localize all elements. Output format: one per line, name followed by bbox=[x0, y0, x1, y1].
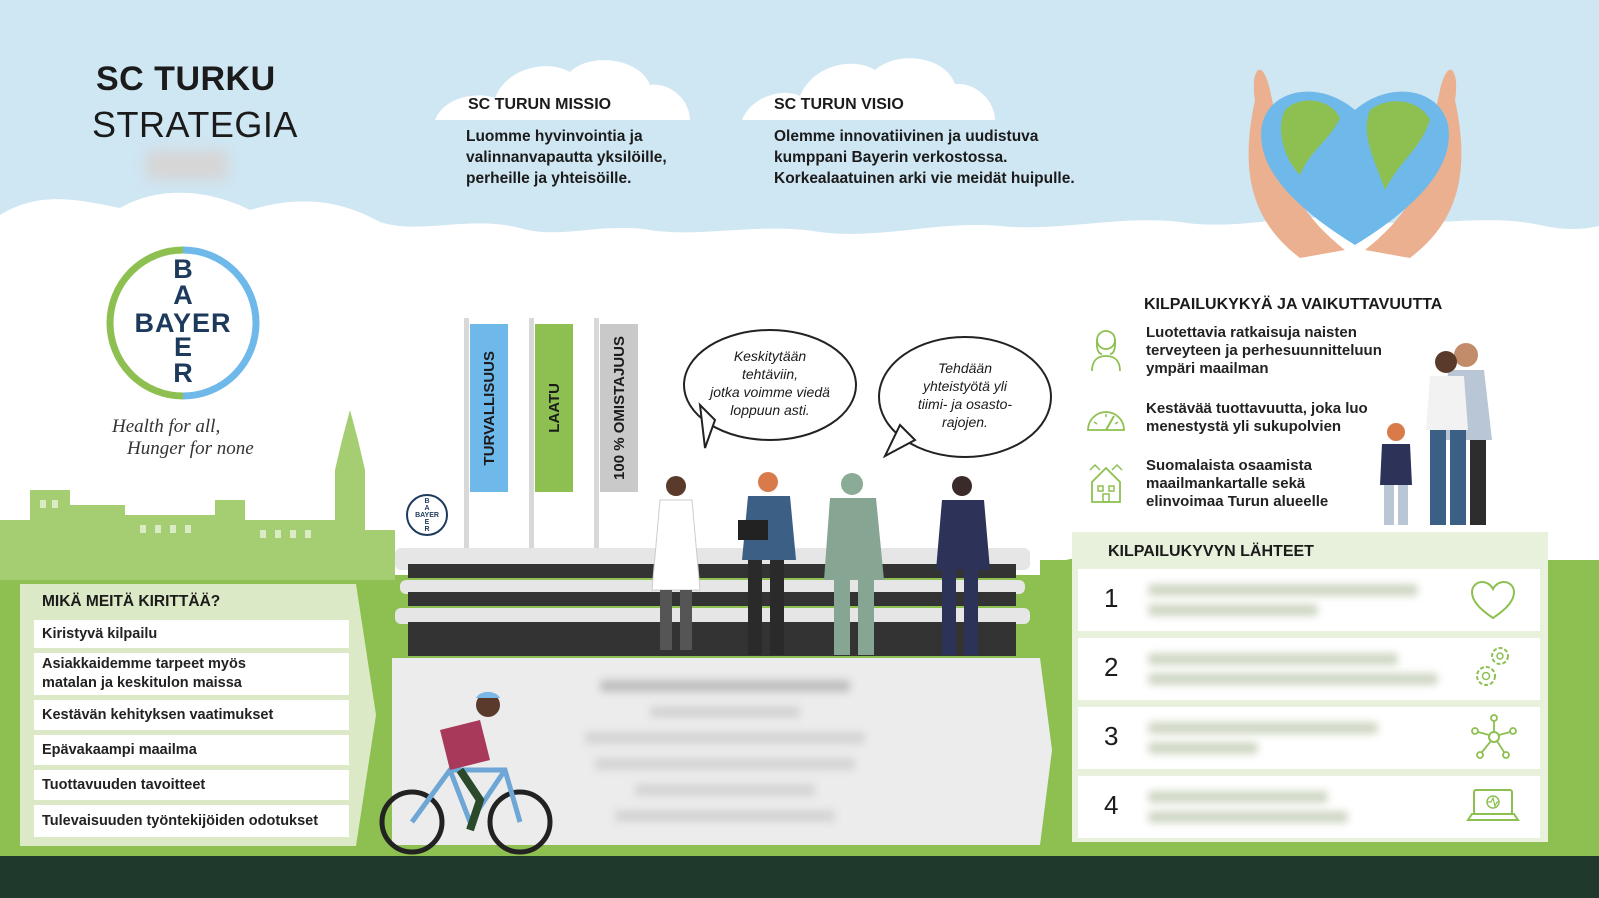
source-blurred-text bbox=[1148, 584, 1448, 616]
driver-label: Kiristyvä kilpailu bbox=[42, 625, 158, 642]
flag-label: LAATU bbox=[545, 383, 563, 433]
vision-line: Olemme innovatiivinen ja uudistuva bbox=[774, 128, 1039, 145]
source-row-4 bbox=[1078, 776, 1540, 838]
logo-letter: A bbox=[424, 505, 430, 512]
source-number: 1 bbox=[1104, 583, 1119, 613]
speech-bubble-left: Keskitytään tehtäviin, jotka voimme vied… bbox=[690, 347, 850, 419]
item-line: ympäri maailman bbox=[1146, 360, 1269, 377]
item-line: Kestävää tuottavuutta, joka luo bbox=[1146, 400, 1368, 417]
driver-item-1: Kiristyvä kilpailu bbox=[34, 620, 349, 648]
source-blurred-text bbox=[1148, 722, 1448, 754]
source-number: 2 bbox=[1104, 652, 1119, 682]
driver-item-4: Epävakaampi maailma bbox=[34, 735, 349, 765]
flag-label: 100 % OMISTAJUUS bbox=[610, 336, 628, 480]
flag-laatu: LAATU bbox=[535, 324, 573, 492]
heart-icon bbox=[1470, 580, 1516, 620]
competitiveness-item-2: Kestävää tuottavuutta, joka luo menestys… bbox=[1146, 400, 1416, 436]
driver-item-5: Tuottavuuden tavoitteet bbox=[34, 770, 349, 800]
driver-label: Tuottavuuden tavoitteet bbox=[42, 776, 206, 793]
bubble-line: rajojen. bbox=[942, 414, 988, 430]
blurred-year bbox=[146, 150, 228, 180]
bubble-line: Keskitytään bbox=[733, 348, 807, 364]
mission-line: perheille ja yhteisöille. bbox=[466, 170, 632, 187]
sources-heading: KILPAILUKYVYN LÄHTEET bbox=[1108, 543, 1314, 560]
blurred-podium-text bbox=[570, 672, 880, 822]
small-logo-horizontal: BAYER bbox=[415, 512, 439, 519]
driver-label: Kestävän kehityksen vaatimukset bbox=[42, 706, 274, 723]
small-bayer-logo: B A E R BAYER bbox=[406, 494, 448, 536]
gauge-icon bbox=[1087, 411, 1125, 431]
logo-letter: B bbox=[173, 254, 193, 284]
flag-label: TURVALLISUUS bbox=[480, 350, 498, 466]
buildings-icon bbox=[1089, 463, 1123, 503]
bubble-line: tehtäviin, bbox=[741, 366, 799, 382]
logo-letter: A bbox=[173, 280, 193, 310]
flag-omistajuus: 100 % OMISTAJUUS bbox=[600, 324, 638, 492]
driver-item-6: Tulevaisuuden työntekijöiden odotukset bbox=[34, 805, 349, 837]
driver-label: Tulevaisuuden työntekijöiden odotukset bbox=[42, 812, 319, 829]
page-title: SC TURKU bbox=[96, 60, 276, 98]
bubble-line: yhteistyötä yli bbox=[922, 378, 1008, 394]
driver-item-3: Kestävän kehityksen vaatimukset bbox=[34, 700, 349, 730]
logo-letter: R bbox=[173, 358, 193, 388]
item-line: terveyteen ja perhesuunnitteluun bbox=[1146, 342, 1382, 359]
competitiveness-item-1: Luotettavia ratkaisuja naisten terveytee… bbox=[1146, 324, 1416, 378]
slogan-line1: Health for all, bbox=[112, 416, 221, 437]
driver-label: Epävakaampi maailma bbox=[42, 741, 197, 758]
driver-label: matalan ja keskitulon maissa bbox=[42, 675, 242, 691]
bayer-logo: B A E R BAYER bbox=[106, 246, 260, 400]
item-line: elinvoimaa Turun alueelle bbox=[1146, 493, 1329, 510]
competitiveness-item-3: Suomalaista osaamista maailmankartalle s… bbox=[1146, 457, 1416, 511]
vision-text: Olemme innovatiivinen ja uudistuva kumpp… bbox=[774, 126, 1075, 189]
item-line: Suomalaista osaamista bbox=[1146, 457, 1312, 474]
mission-line: valinnanvapautta yksilöille, bbox=[466, 149, 667, 166]
source-number: 4 bbox=[1104, 790, 1119, 820]
bubble-line: jotka voimme viedä bbox=[710, 384, 830, 400]
item-line: Luotettavia ratkaisuja naisten bbox=[1146, 324, 1357, 341]
bubble-line: loppuun asti. bbox=[730, 402, 810, 418]
mission-line: Luomme hyvinvointia ja bbox=[466, 128, 643, 145]
bubble-line: tiimi- ja osasto- bbox=[917, 396, 1013, 412]
vision-line: Korkealaatuinen arki vie meidät huipulle… bbox=[774, 170, 1075, 187]
network-icon bbox=[1471, 714, 1517, 759]
gears-icon bbox=[1476, 647, 1509, 686]
source-blurred-text bbox=[1148, 653, 1448, 685]
source-row-3 bbox=[1078, 707, 1540, 769]
flag-turvallisuus: TURVALLISUUS bbox=[470, 324, 508, 492]
logo-letter: B bbox=[424, 498, 430, 505]
item-line: maailmankartalle sekä bbox=[1146, 475, 1306, 492]
mission-heading: SC TURUN MISSIO bbox=[468, 96, 612, 113]
source-row-1 bbox=[1078, 569, 1540, 631]
speech-bubble-right: Tehdään yhteistyötä yli tiimi- ja osasto… bbox=[885, 359, 1045, 431]
vision-heading: SC TURUN VISIO bbox=[774, 96, 904, 113]
woman-icon bbox=[1091, 330, 1121, 372]
logo-letter: R bbox=[424, 526, 430, 533]
laptop-icon bbox=[1466, 789, 1520, 821]
page-subtitle: STRATEGIA bbox=[92, 104, 298, 145]
bubble-line: Tehdään bbox=[938, 360, 992, 376]
mission-text: Luomme hyvinvointia ja valinnanvapautta … bbox=[466, 126, 667, 189]
source-number: 3 bbox=[1104, 721, 1119, 751]
item-line: menestystä yli sukupolvien bbox=[1146, 418, 1342, 435]
vision-line: kumppani Bayerin verkostossa. bbox=[774, 149, 1008, 166]
drivers-heading: MIKÄ MEITÄ KIRITTÄÄ? bbox=[42, 593, 221, 610]
driver-item-2: Asiakkaidemme tarpeet myös matalan ja ke… bbox=[34, 653, 349, 695]
logo-letter: E bbox=[424, 519, 430, 526]
source-row-2 bbox=[1078, 638, 1540, 700]
competitiveness-heading: KILPAILUKYKYÄ JA VAIKUTTAVUUTTA bbox=[1144, 296, 1443, 313]
bayer-logo-ring bbox=[106, 246, 260, 400]
driver-label: Asiakkaidemme tarpeet myös bbox=[42, 656, 246, 672]
slogan-line2: Hunger for none bbox=[127, 438, 254, 459]
logo-letter: E bbox=[173, 332, 192, 362]
source-blurred-text bbox=[1148, 791, 1448, 823]
logo-horizontal: BAYER bbox=[134, 308, 232, 338]
